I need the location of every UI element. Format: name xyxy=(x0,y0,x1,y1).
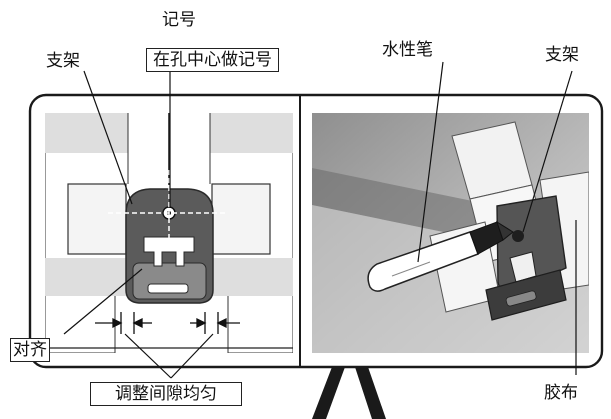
label-align: 对齐 xyxy=(10,338,50,362)
label-mark-heading: 记号 xyxy=(162,10,196,30)
pen-drawing xyxy=(367,220,514,292)
label-even-gap: 调整间隙均匀 xyxy=(90,382,242,406)
left-side-block xyxy=(67,183,127,255)
label-mark-note: 在孔中心做记号 xyxy=(146,48,279,72)
right-side-block xyxy=(211,183,271,255)
right-panel-photo xyxy=(312,113,589,353)
left-panel xyxy=(45,113,293,353)
label-bracket-left: 支架 xyxy=(46,51,80,71)
leader-lines xyxy=(63,61,577,379)
label-bracket-right: 支架 xyxy=(545,45,579,65)
label-tape: 胶布 xyxy=(544,383,578,403)
label-pen: 水性笔 xyxy=(382,40,433,60)
gap-arrows xyxy=(95,312,240,334)
easel-legs xyxy=(312,367,386,419)
bracket-right-photo xyxy=(485,195,567,321)
